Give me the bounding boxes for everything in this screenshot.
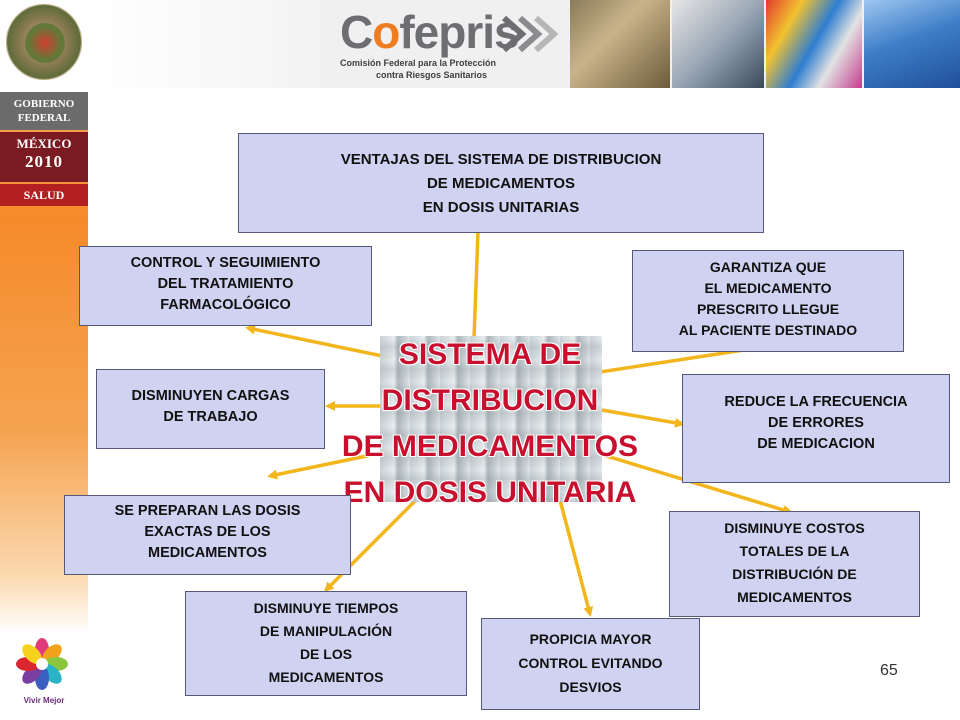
medication-cart-photo — [380, 336, 602, 502]
cofepris-header: Cofepris Comisión Federal para la Protec… — [88, 0, 960, 88]
arrow-to-center — [472, 231, 480, 339]
vivir-mejor-flower-icon — [16, 638, 68, 690]
header-photo-laboratory — [672, 0, 764, 88]
gobierno-federal-badge: GOBIERNO FEDERAL — [0, 92, 88, 130]
arrow-to-tiempos — [323, 498, 418, 593]
arrow-to-propicia — [558, 499, 594, 617]
salud-badge: SALUD — [0, 184, 88, 206]
vivir-mejor-label: Vivir Mejor — [23, 696, 65, 705]
arrow-to-costos — [599, 452, 793, 515]
arrow-to-reduce — [601, 408, 685, 428]
arrow-to-prepara — [267, 450, 387, 480]
cofepris-subtitle-line2: contra Riesgos Sanitarios — [376, 70, 488, 80]
mexico-2010-badge: MÉXICO 2010 — [0, 132, 88, 182]
header-photo-water-bottles — [864, 0, 960, 88]
government-sidebar: GOBIERNO FEDERAL MÉXICO 2010 SALUD Vivir… — [0, 0, 88, 720]
cofepris-subtitle-line1: Comisión Federal para la Protección — [340, 58, 497, 68]
arrow-to-control — [245, 324, 393, 360]
cofepris-logo: Cofepris — [340, 6, 520, 58]
cofepris-arrows-icon — [502, 15, 559, 53]
header-photo-pills — [766, 0, 862, 88]
page-number: 65 — [880, 662, 898, 679]
mexico-seal-icon — [6, 4, 82, 80]
center-title: SISTEMA DE DISTRIBUCION DE MEDICAMENTOS … — [341, 338, 639, 509]
header-photo-pharmacy — [570, 0, 670, 88]
